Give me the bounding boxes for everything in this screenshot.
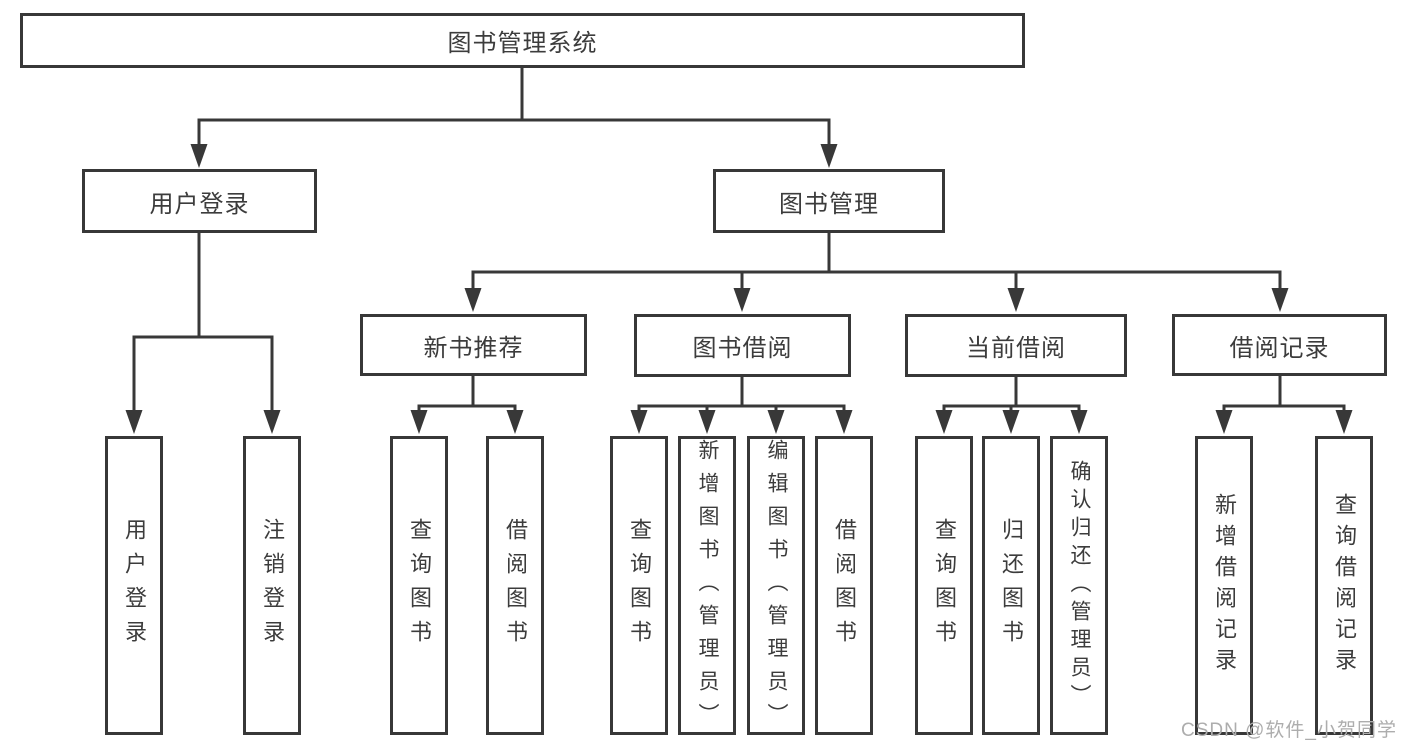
leaf-logout: 注销登录	[243, 436, 301, 735]
leaf-add-books-admin: 新增图书（管理员）	[678, 436, 736, 736]
leaf-user-login: 用户登录	[105, 436, 163, 735]
leaf-add-borrow-record-label: 新增借阅记录	[1212, 492, 1237, 679]
leaf-return-books-label: 归还图书	[999, 517, 1024, 654]
node-book-management-label: 图书管理	[779, 190, 879, 218]
node-book-borrowing: 图书借阅	[634, 314, 851, 377]
leaf-recommend-query-books-label: 查询图书	[407, 517, 432, 654]
leaf-borrowing-query-books-label: 查询图书	[627, 517, 652, 654]
node-user-login: 用户登录	[82, 169, 317, 233]
leaf-query-borrow-record-label: 查询借阅记录	[1332, 492, 1357, 679]
leaf-logout-label: 注销登录	[260, 517, 285, 654]
leaf-recommend-borrow-books-label: 借阅图书	[503, 517, 528, 654]
leaf-borrowing-borrow-books: 借阅图书	[815, 436, 873, 735]
leaf-add-borrow-record: 新增借阅记录	[1195, 436, 1253, 735]
csdn-watermark: CSDN @软件_小贺同学	[1181, 720, 1397, 741]
leaf-edit-books-admin-label: 编辑图书（管理员）	[765, 439, 788, 736]
leaf-current-query-books: 查询图书	[915, 436, 973, 735]
leaf-confirm-return-admin: 确认归还（管理员）	[1050, 436, 1108, 735]
node-book-borrowing-label: 图书借阅	[692, 335, 793, 362]
node-borrowing-records: 借阅记录	[1172, 314, 1387, 376]
node-root-label: 图书管理系统	[447, 30, 598, 57]
leaf-recommend-query-books: 查询图书	[390, 436, 448, 735]
leaf-add-books-admin-label: 新增图书（管理员）	[696, 439, 719, 736]
leaf-recommend-borrow-books: 借阅图书	[486, 436, 544, 735]
node-root-system: 图书管理系统	[20, 13, 1025, 68]
node-book-management: 图书管理	[713, 169, 945, 233]
node-current-borrowing: 当前借阅	[905, 314, 1127, 377]
leaf-borrowing-borrow-books-label: 借阅图书	[832, 517, 857, 654]
node-borrowing-records-label: 借阅记录	[1229, 334, 1330, 362]
leaf-query-borrow-record: 查询借阅记录	[1315, 436, 1373, 735]
leaf-confirm-return-admin-label: 确认归还（管理员）	[1068, 459, 1091, 712]
node-user-login-label: 用户登录	[149, 190, 250, 218]
leaf-borrowing-query-books: 查询图书	[610, 436, 668, 735]
leaf-user-login-label: 用户登录	[122, 517, 147, 654]
node-new-book-recommend-label: 新书推荐	[423, 334, 524, 362]
leaf-edit-books-admin: 编辑图书（管理员）	[747, 436, 805, 736]
leaf-current-query-books-label: 查询图书	[932, 517, 957, 654]
node-current-borrowing-label: 当前借阅	[966, 335, 1066, 362]
leaf-return-books: 归还图书	[982, 436, 1040, 735]
node-new-book-recommend: 新书推荐	[360, 314, 587, 376]
